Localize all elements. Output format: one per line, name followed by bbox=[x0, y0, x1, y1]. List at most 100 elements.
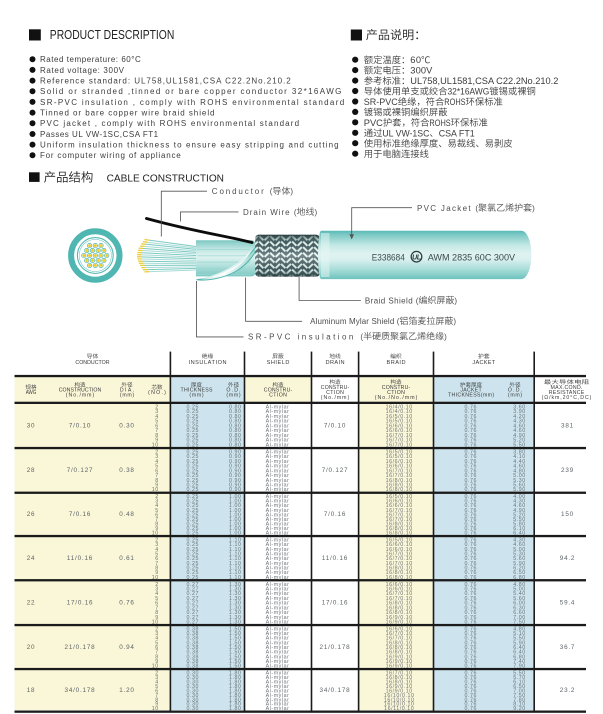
svg-text:Uniform insulation thickness t: Uniform insulation thickness to ensure e… bbox=[40, 141, 339, 150]
svg-text:0.80: 0.80 bbox=[229, 404, 242, 410]
svg-text:0.25: 0.25 bbox=[186, 521, 199, 527]
svg-text:5: 5 bbox=[155, 551, 159, 557]
svg-text:5: 5 bbox=[155, 596, 159, 602]
svg-text:7: 7 bbox=[155, 605, 159, 611]
svg-text:AWM 2835 60C 300V: AWM 2835 60C 300V bbox=[428, 253, 516, 263]
svg-text:7/0.127: 7/0.127 bbox=[322, 467, 349, 474]
svg-text:0.76: 0.76 bbox=[464, 640, 477, 646]
svg-text:1.10: 1.10 bbox=[229, 537, 242, 543]
svg-text:0.76: 0.76 bbox=[464, 670, 477, 676]
svg-text:0.25: 0.25 bbox=[186, 561, 199, 567]
svg-text:7.90: 7.90 bbox=[513, 664, 526, 670]
svg-text:16/4/0.10: 16/4/0.10 bbox=[386, 409, 413, 415]
svg-text:0.25: 0.25 bbox=[186, 423, 199, 429]
svg-text:7/0.16: 7/0.16 bbox=[69, 511, 91, 518]
svg-text:6.10: 6.10 bbox=[513, 526, 526, 532]
svg-text:5.30: 5.30 bbox=[513, 551, 526, 557]
svg-text:10: 10 bbox=[152, 664, 159, 670]
svg-text:16/5/0.10: 16/5/0.10 bbox=[386, 450, 413, 456]
svg-text:Al-mylar: Al-mylar bbox=[266, 473, 290, 479]
svg-text:0.25: 0.25 bbox=[186, 442, 199, 448]
svg-text:21/0.178: 21/0.178 bbox=[65, 644, 96, 651]
svg-text:0.76: 0.76 bbox=[464, 570, 477, 576]
svg-text:Al-mylar: Al-mylar bbox=[266, 454, 290, 460]
svg-text:0.76: 0.76 bbox=[464, 512, 477, 518]
svg-text:For computer wiring of applian: For computer wiring of appliance bbox=[40, 151, 181, 160]
svg-text:0.80: 0.80 bbox=[229, 428, 242, 434]
svg-text:10: 10 bbox=[152, 619, 159, 625]
svg-text:16/7/0.10: 16/7/0.10 bbox=[386, 508, 413, 514]
svg-text:(Ω/km,20°C,DC): (Ω/km,20°C,DC) bbox=[542, 395, 592, 401]
svg-text:1.10: 1.10 bbox=[229, 570, 242, 576]
svg-text:ROHS: ROHS bbox=[444, 97, 465, 107]
svg-text:16/9/0.10: 16/9/0.10 bbox=[386, 688, 413, 694]
svg-text:5.40: 5.40 bbox=[513, 591, 526, 597]
svg-text:0.30: 0.30 bbox=[186, 697, 199, 703]
svg-text:16/6/0.10: 16/6/0.10 bbox=[386, 499, 413, 505]
svg-text:7: 7 bbox=[155, 650, 159, 656]
svg-text:16/8/0.10: 16/8/0.10 bbox=[386, 675, 413, 681]
svg-text:Al-mylar: Al-mylar bbox=[266, 640, 290, 646]
svg-text:Al-mylar: Al-mylar bbox=[266, 591, 290, 597]
svg-text:1.00: 1.00 bbox=[229, 521, 242, 527]
svg-text:PVC: PVC bbox=[364, 118, 383, 128]
svg-text:): ) bbox=[453, 317, 456, 326]
svg-text:Al-mylar: Al-mylar bbox=[266, 459, 290, 465]
svg-text:1.50: 1.50 bbox=[229, 636, 242, 642]
svg-text:0.30: 0.30 bbox=[186, 702, 199, 708]
svg-text:4.90: 4.90 bbox=[513, 433, 526, 439]
svg-text:5.50: 5.50 bbox=[513, 517, 526, 523]
svg-text:0.30: 0.30 bbox=[186, 670, 199, 676]
svg-text:16/8/0.10: 16/8/0.10 bbox=[386, 640, 413, 646]
svg-text:3: 3 bbox=[155, 675, 159, 681]
svg-text:Al-mylar: Al-mylar bbox=[266, 631, 290, 637]
svg-text:0.76: 0.76 bbox=[464, 675, 477, 681]
svg-text:1.80: 1.80 bbox=[229, 684, 242, 690]
svg-text:0.76: 0.76 bbox=[464, 459, 477, 465]
svg-text:16/5/0.10: 16/5/0.10 bbox=[386, 419, 413, 425]
svg-text:0.76: 0.76 bbox=[464, 521, 477, 527]
svg-text:CONSTRU-: CONSTRU- bbox=[321, 385, 350, 391]
svg-text:0.76: 0.76 bbox=[464, 454, 477, 460]
svg-text:3: 3 bbox=[155, 631, 159, 637]
svg-text:0.25: 0.25 bbox=[186, 428, 199, 434]
svg-text:0.30: 0.30 bbox=[119, 422, 134, 429]
svg-text:16/10/0.10: 16/10/0.10 bbox=[384, 693, 415, 699]
svg-text:3: 3 bbox=[155, 454, 159, 460]
svg-text:0.27: 0.27 bbox=[186, 601, 199, 607]
svg-text:1.10: 1.10 bbox=[229, 542, 242, 548]
svg-text:16/7/0.10: 16/7/0.10 bbox=[386, 438, 413, 444]
svg-text:6.80: 6.80 bbox=[513, 654, 526, 660]
svg-text:0.76: 0.76 bbox=[464, 650, 477, 656]
svg-text:16/5/0.10: 16/5/0.10 bbox=[386, 414, 413, 420]
svg-text:0.38: 0.38 bbox=[186, 654, 199, 660]
svg-text:Al-mylar: Al-mylar bbox=[266, 556, 290, 562]
svg-text:Al-mylar: Al-mylar bbox=[266, 551, 290, 557]
svg-text:Al-mylar: Al-mylar bbox=[266, 464, 290, 470]
svg-text:16/8/0.10: 16/8/0.10 bbox=[386, 482, 413, 488]
svg-text:10: 10 bbox=[152, 487, 159, 493]
svg-text:0.25: 0.25 bbox=[186, 526, 199, 532]
svg-text:THICKNESS: THICKNESS bbox=[181, 388, 213, 394]
svg-text:0.76: 0.76 bbox=[464, 561, 477, 567]
svg-text:Al-mylar: Al-mylar bbox=[266, 684, 290, 690]
svg-text:0.76: 0.76 bbox=[464, 537, 477, 543]
svg-text:94.2: 94.2 bbox=[560, 555, 575, 562]
svg-text:16/7/0.10: 16/7/0.10 bbox=[386, 596, 413, 602]
svg-text:7.50: 7.50 bbox=[513, 693, 526, 699]
svg-text:(mm): (mm) bbox=[226, 393, 240, 399]
svg-text:16/8/0.10: 16/8/0.10 bbox=[386, 526, 413, 532]
svg-text:16/7/0.10: 16/7/0.10 bbox=[386, 670, 413, 676]
svg-text:(No./mm): (No./mm) bbox=[321, 395, 350, 401]
svg-text:Al-mylar: Al-mylar bbox=[266, 596, 290, 602]
svg-text:Al-mylar: Al-mylar bbox=[266, 482, 290, 488]
svg-text:Al-mylar: Al-mylar bbox=[266, 409, 290, 415]
svg-text:0.38: 0.38 bbox=[186, 645, 199, 651]
svg-text:0.76: 0.76 bbox=[464, 468, 477, 474]
svg-text:16/9/0.10: 16/9/0.10 bbox=[386, 664, 413, 670]
svg-text:22: 22 bbox=[27, 600, 36, 607]
svg-text:16/9/0.10: 16/9/0.10 bbox=[386, 619, 413, 625]
svg-text:0.25: 0.25 bbox=[186, 531, 199, 537]
svg-text:9: 9 bbox=[155, 615, 159, 621]
svg-text:0.25: 0.25 bbox=[186, 503, 199, 509]
